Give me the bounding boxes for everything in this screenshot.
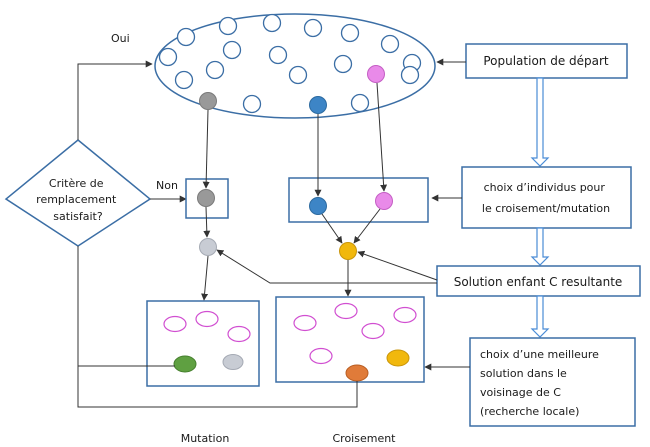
crossover-selection-box — [288, 177, 429, 223]
population-individual — [380, 34, 400, 54]
population-individual — [350, 93, 370, 113]
population-individual — [288, 65, 308, 85]
crossover-result-individual — [393, 306, 417, 324]
gray-individual — [197, 189, 215, 207]
population-box — [465, 43, 628, 79]
crossover-child — [339, 242, 357, 260]
population-ellipse — [154, 13, 436, 119]
mutated-to-box-arrow — [201, 255, 209, 301]
crossover-result-individual — [386, 349, 410, 367]
choix-meilleure-label: choix d’une meilleure solution dans le v… — [480, 348, 602, 418]
big-arrow-3 — [530, 295, 550, 338]
crossover-result-individual — [345, 364, 369, 382]
pink-individual — [375, 192, 393, 210]
population-individual — [268, 45, 288, 65]
oui-label: Oui — [111, 32, 130, 45]
blue-cross-arrow — [321, 213, 343, 244]
pink-select-arrow — [376, 82, 388, 192]
solution-enfant-label: Solution enfant C resultante — [454, 275, 623, 289]
population-individual — [158, 47, 178, 67]
solution-enfant-box — [436, 265, 641, 297]
mutation-result-individual — [222, 354, 244, 370]
croisement-label: Croisement — [332, 432, 396, 445]
population-individual — [176, 27, 196, 47]
mutation-result-individual — [227, 325, 251, 343]
choix-meilleure-box — [469, 337, 636, 427]
gray-select-arrow — [202, 109, 210, 189]
mutated-child — [199, 238, 217, 256]
population-individual — [222, 40, 242, 60]
critere-label: Critère de remplacement satisfait? — [36, 177, 120, 223]
population-individual — [242, 94, 262, 114]
population-individual — [218, 16, 238, 36]
big-arrow-2 — [530, 227, 550, 266]
big-arrow-1 — [530, 77, 550, 167]
population-individual — [333, 54, 353, 74]
population-individual — [303, 18, 323, 38]
population-label: Population de départ — [483, 54, 609, 68]
population-individual — [309, 96, 327, 114]
mutation-arrow — [203, 206, 211, 238]
crossover-result-individual — [334, 302, 358, 320]
population-dots — [158, 13, 422, 114]
population-individual — [174, 70, 194, 90]
mutation-result-individual — [195, 310, 219, 328]
population-individual — [340, 23, 360, 43]
solution-to-crossover-arrow — [357, 250, 438, 281]
mutation-result-individual — [173, 355, 197, 373]
crossover-result-individual — [361, 322, 385, 340]
choix-individus-box — [461, 166, 632, 229]
blue-individual — [309, 197, 327, 215]
pink-cross-arrow — [353, 208, 381, 244]
oui-arrow — [77, 60, 153, 140]
crossover-feedback-line — [77, 246, 358, 408]
solution-to-mutated-arrow — [216, 249, 437, 284]
population-individual — [367, 65, 385, 83]
population-individual — [205, 60, 225, 80]
mutation-label: Mutation — [181, 432, 230, 445]
crossover-result-individual — [309, 347, 333, 365]
crossover-result-individual — [293, 314, 317, 332]
mutation-result-individual — [163, 315, 187, 333]
population-individual — [262, 13, 282, 33]
choix-individus-label: choix d’individus pour le croisement/mut… — [482, 181, 610, 215]
population-individual — [199, 92, 217, 110]
non-label: Non — [156, 179, 178, 192]
population-individual — [400, 65, 420, 85]
